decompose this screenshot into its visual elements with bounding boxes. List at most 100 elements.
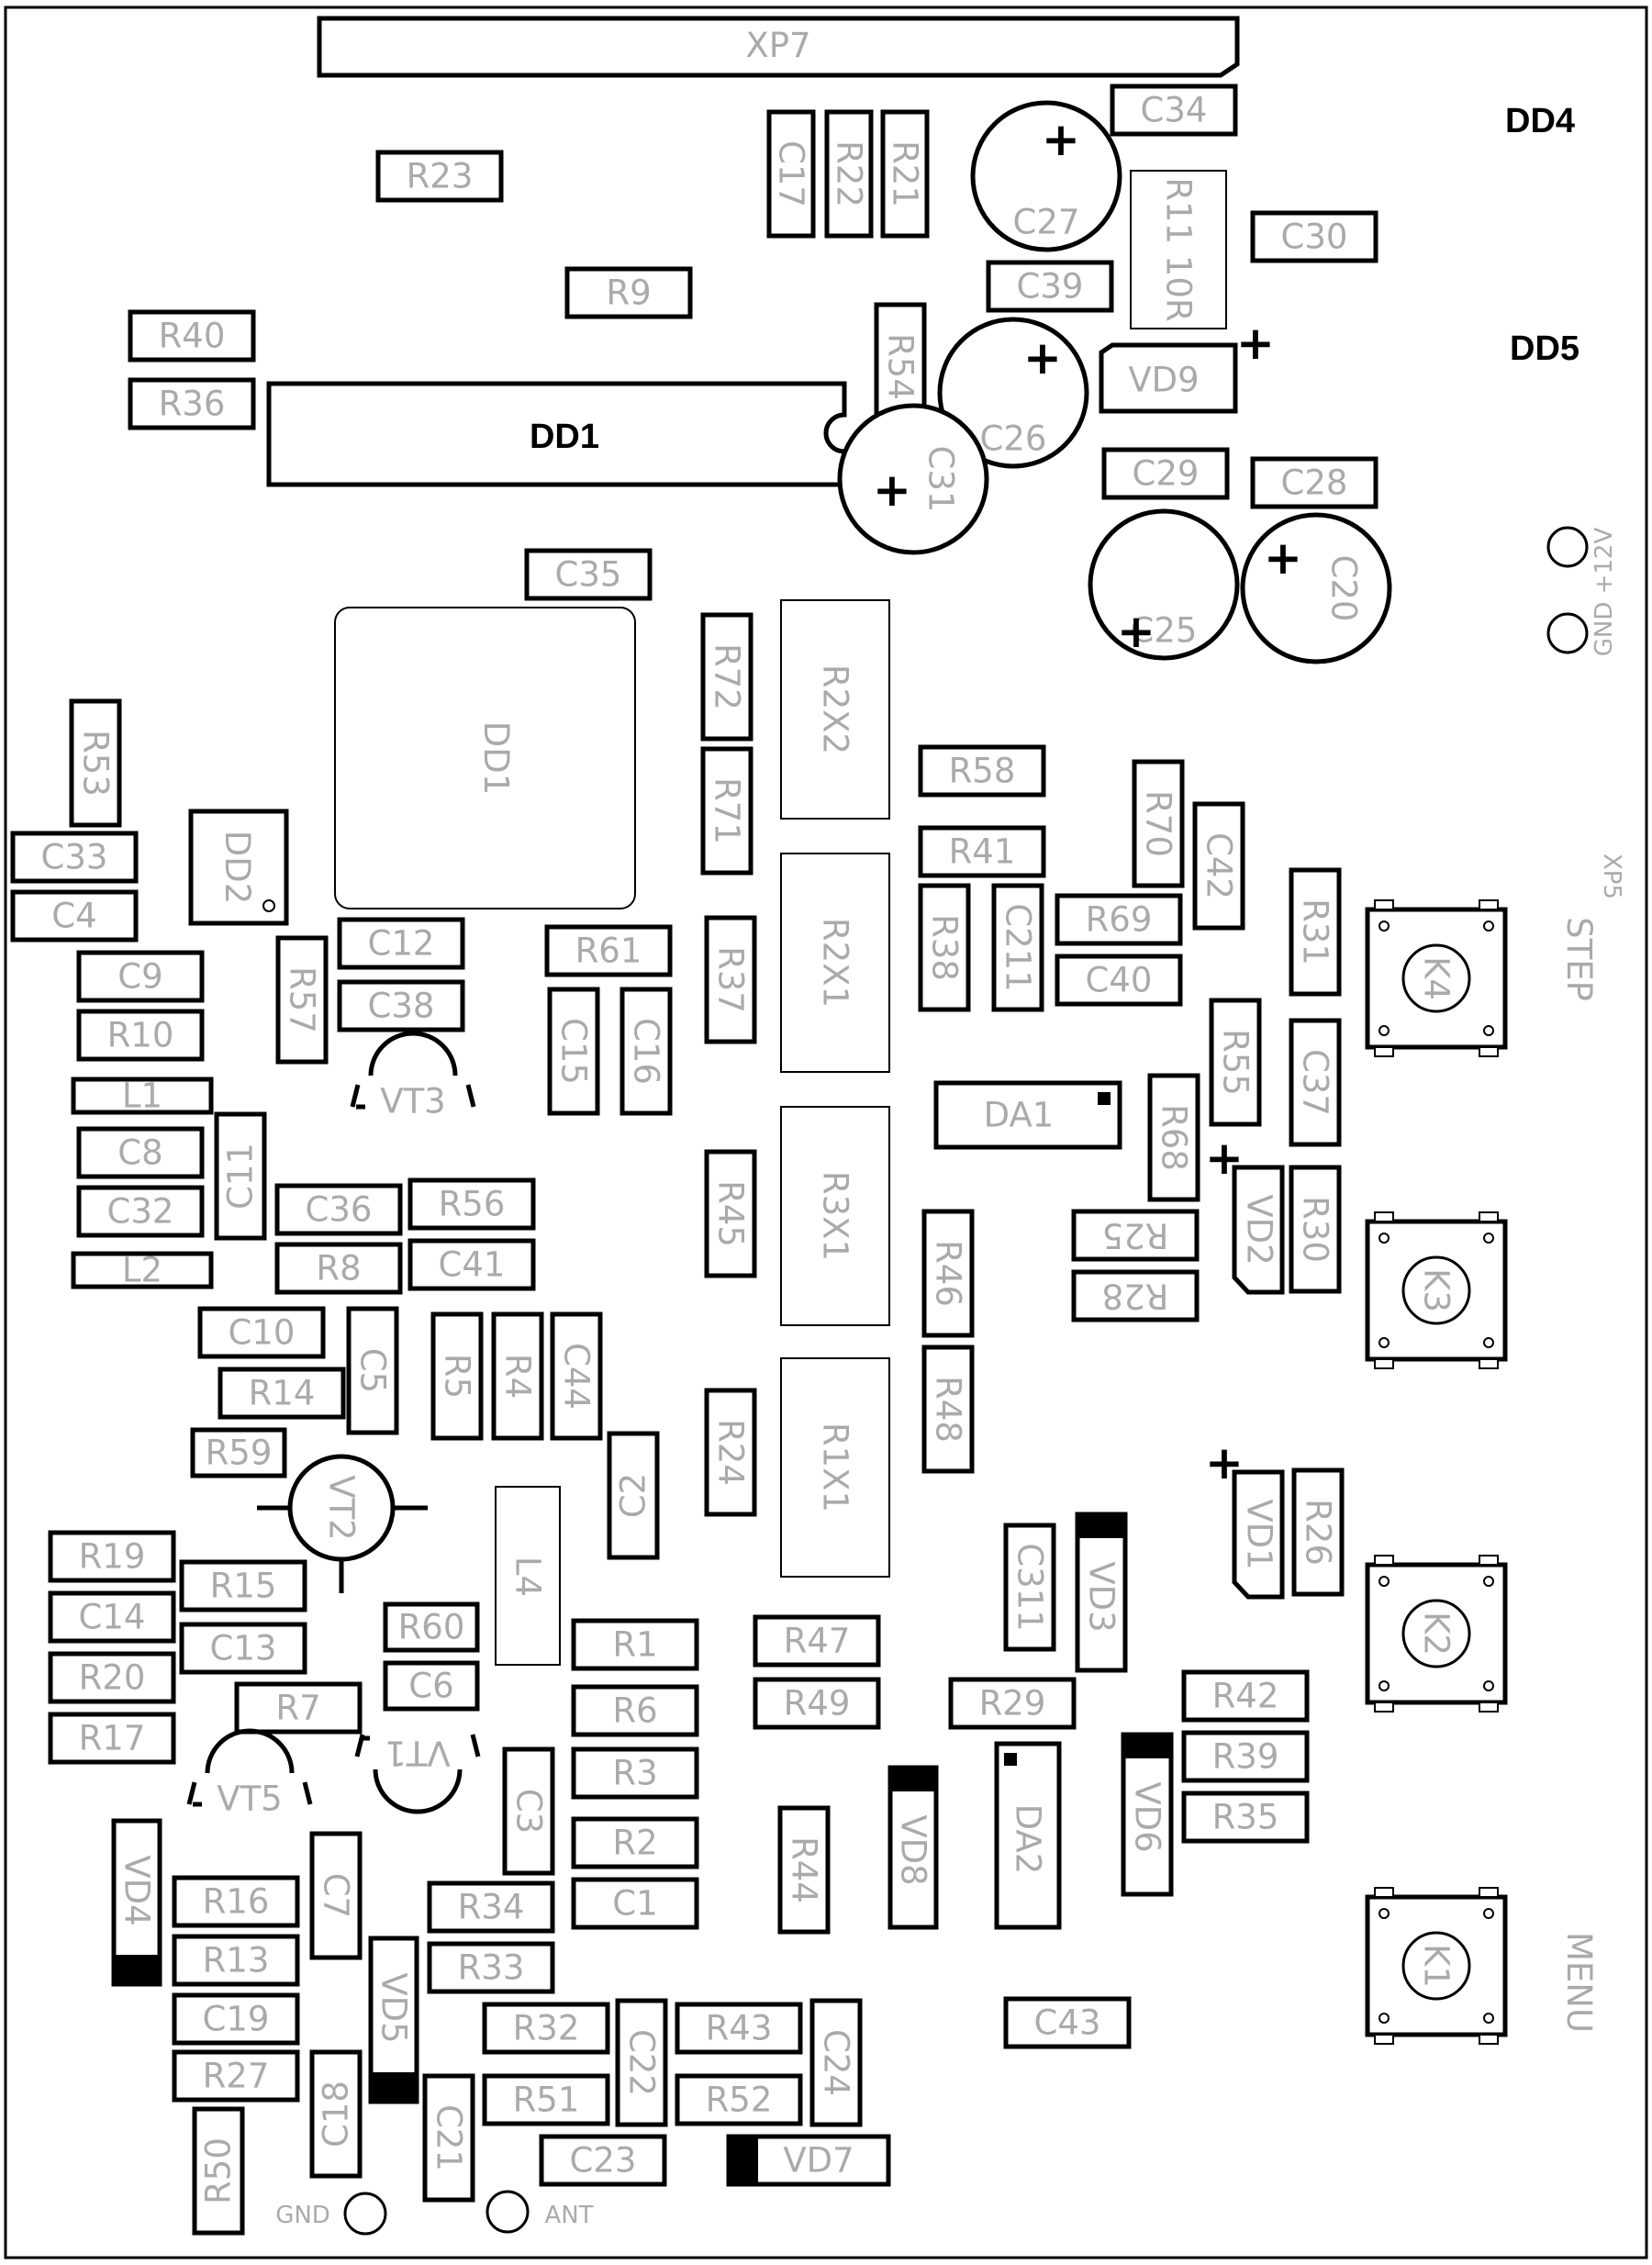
part-c24	[809, 1998, 863, 2127]
part-c23	[539, 2134, 667, 2187]
cathode-band	[371, 2072, 417, 2102]
electrolytic-c26	[937, 317, 1089, 469]
part-r14	[218, 1367, 346, 1420]
c5-label: C5	[353, 1348, 393, 1393]
polarity-plus-icon: +	[1264, 531, 1302, 585]
part-c16	[620, 987, 673, 1116]
k1-label: K1	[1417, 1944, 1457, 1988]
xp5-label: XP5	[1598, 854, 1625, 899]
r34-label: R34	[458, 1888, 525, 1927]
array-r2x1	[780, 853, 890, 1073]
part-c36	[274, 1183, 403, 1236]
tactile-button-k2[interactable]	[1365, 1562, 1508, 1705]
r2-label: R2	[612, 1824, 657, 1863]
r4-label: R4	[498, 1354, 538, 1399]
part-c7	[309, 1831, 363, 1960]
part-r24	[704, 1388, 757, 1517]
c44-label: C44	[557, 1343, 597, 1410]
c10-label: C10	[229, 1313, 296, 1353]
part-r8	[274, 1242, 403, 1295]
k3-label: K3	[1417, 1268, 1457, 1312]
c22-label: C22	[622, 2029, 662, 2096]
button-actuator	[1401, 1931, 1471, 2001]
button-pin	[1483, 1908, 1494, 1919]
part-r22	[824, 109, 874, 239]
part-c32	[76, 1185, 205, 1238]
part-r25	[1071, 1209, 1200, 1262]
r40-label: R40	[159, 317, 226, 356]
r36-label: R36	[159, 385, 226, 424]
c4-label: C4	[51, 897, 96, 936]
r15-label: R15	[210, 1567, 277, 1606]
part-r16	[172, 1875, 300, 1928]
r45-label: R45	[711, 1180, 751, 1247]
button-actuator	[1401, 943, 1471, 1013]
part-r21	[880, 109, 930, 239]
part-l2	[71, 1251, 214, 1289]
cathode-band	[1077, 1514, 1125, 1538]
part-r5	[430, 1311, 484, 1441]
part-r30	[1289, 1165, 1342, 1294]
c40-label: C40	[1086, 961, 1153, 1000]
part-r35	[1181, 1791, 1310, 1844]
r35-label: R35	[1212, 1798, 1279, 1837]
part-r4	[491, 1311, 544, 1441]
button-leg	[1479, 1702, 1499, 1713]
c11-label: C11	[221, 1143, 261, 1210]
part-r58	[918, 744, 1046, 798]
dd1-chip-label: DD1	[476, 721, 516, 796]
part-r2	[571, 1816, 699, 1869]
part-r23	[375, 150, 504, 203]
part-c211	[991, 883, 1044, 1012]
part-r48	[921, 1344, 975, 1474]
part-c1	[571, 1877, 699, 1930]
electrolytic-c31	[837, 403, 989, 555]
inductor-l4	[495, 1486, 561, 1666]
part-c5	[346, 1306, 399, 1435]
part-r7	[234, 1681, 363, 1735]
part-r72	[700, 612, 753, 742]
button-leg	[1374, 899, 1394, 910]
polarity-plus-icon: +	[1205, 1436, 1244, 1490]
r61-label: R61	[575, 932, 642, 971]
button-actuator	[1401, 1255, 1471, 1325]
part-r53	[69, 698, 122, 828]
part-r71	[700, 746, 753, 876]
transistor-lead	[186, 1781, 313, 1807]
pad-gnd-power	[1546, 612, 1589, 654]
c12-label: C12	[368, 924, 435, 964]
part-r6	[571, 1684, 699, 1737]
dd2-chip	[188, 809, 289, 926]
part-c18	[309, 2049, 363, 2179]
r14-label: R14	[249, 1374, 316, 1413]
button-pin	[1483, 1337, 1494, 1348]
vd7-label: VD7	[783, 2141, 854, 2181]
polarity-plus-icon: +	[1205, 1132, 1244, 1185]
part-c30	[1250, 210, 1379, 263]
r46-label: R46	[929, 1240, 968, 1307]
vt2-label: VT2	[322, 1475, 362, 1540]
r38-label: R38	[925, 914, 965, 981]
button-pin	[1379, 1233, 1390, 1244]
button-pin	[1483, 1233, 1494, 1244]
diode-vd1	[1232, 1469, 1285, 1600]
c30-label: C30	[1281, 218, 1348, 257]
button-leg	[1479, 899, 1499, 910]
c17-label: C17	[772, 140, 811, 207]
polarity-plus-icon: +	[1236, 317, 1275, 370]
part-c41	[407, 1238, 536, 1291]
c23-label: C23	[570, 2141, 637, 2181]
c15-label: C15	[554, 1018, 594, 1085]
ic-da2	[994, 1741, 1062, 1930]
l1-label: L1	[122, 1077, 162, 1116]
pad-ant	[486, 2190, 530, 2234]
r30-label: R30	[1296, 1196, 1335, 1263]
pad-gnd	[343, 2192, 387, 2236]
r58-label: R58	[949, 752, 1016, 791]
button-leg	[1374, 1702, 1394, 1713]
pad-12v	[1546, 526, 1589, 568]
c311-label: C311	[1010, 1543, 1050, 1631]
r33-label: R33	[458, 1948, 525, 1988]
